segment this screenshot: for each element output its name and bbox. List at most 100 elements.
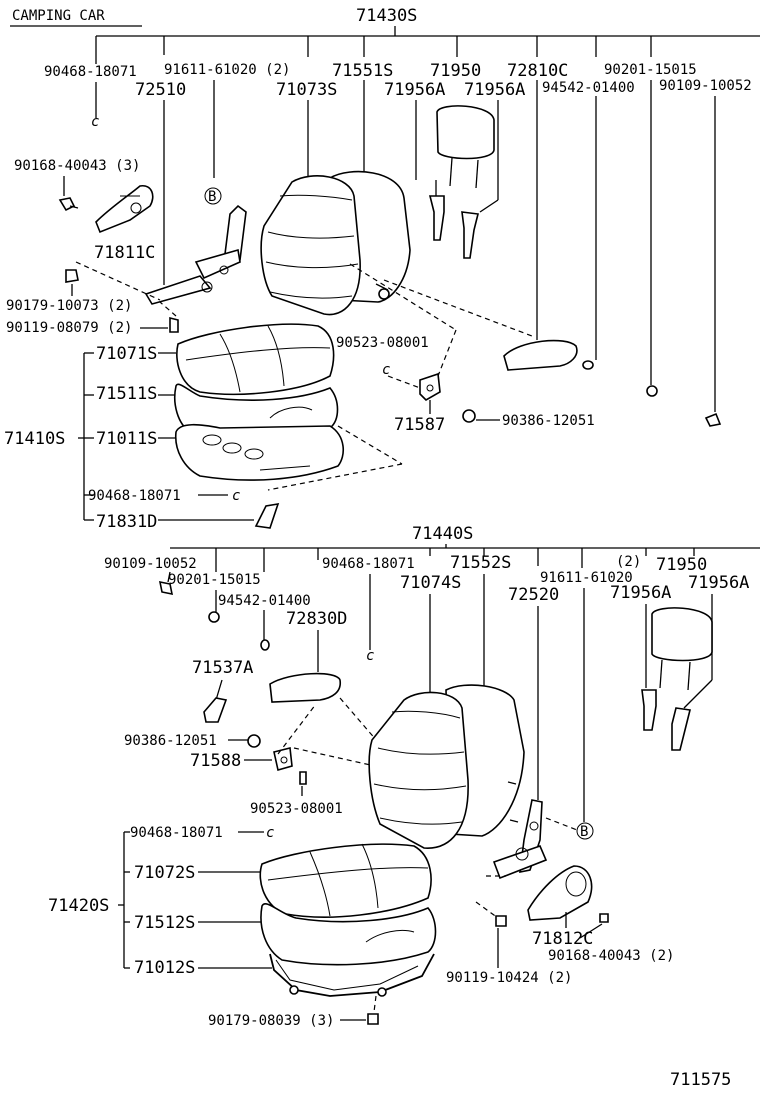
headrest-guide-upper — [428, 195, 479, 259]
dashed-cushion-upper — [267, 425, 403, 491]
label-71512s: 71512S — [134, 913, 195, 933]
leaders-upper — [95, 80, 716, 412]
label-90468-18071-d: 90468-18071 — [130, 825, 223, 841]
label-90386-12051-b: 90386-12051 — [124, 733, 217, 749]
clip-90468-b: c — [232, 488, 240, 504]
clip-90179-lower — [289, 985, 387, 1025]
armrest-72830d — [269, 672, 342, 703]
screw-90201-lower — [208, 611, 220, 623]
seatback-upper — [260, 170, 411, 316]
label-90179-08039: 90179-08039 (3) — [208, 1013, 334, 1029]
ref-b-upper: B — [208, 189, 216, 205]
headrest-upper — [436, 105, 495, 189]
cover-71831d — [254, 502, 280, 529]
label-90109-10052-b: 90109-10052 — [104, 556, 197, 572]
clip-90468-d: c — [266, 825, 274, 841]
leader — [215, 679, 223, 701]
label-71812c: 71812C — [532, 929, 593, 949]
armrest-72810c — [503, 339, 578, 371]
bolt-90119-upper — [169, 316, 179, 333]
label-71956a-a2: 71956A — [464, 80, 525, 100]
bolt-90119-lower — [495, 915, 507, 927]
label-90468-18071-a: 90468-18071 — [44, 64, 137, 80]
clip-90468-upper: c — [91, 114, 99, 130]
label-71811c: 71811C — [94, 243, 155, 263]
label-71012s: 71012S — [134, 958, 195, 978]
label-71074s: 71074S — [400, 573, 461, 593]
label-71551s: 71551S — [332, 61, 393, 81]
seatback-lower — [368, 684, 525, 849]
label-71537a: 71537A — [192, 658, 253, 678]
label-90179-10073: 90179-10073 (2) — [6, 298, 132, 314]
label-90201-15015-a: 90201-15015 — [604, 62, 697, 78]
bracket-71587 — [419, 372, 441, 401]
ref-b-lower — [576, 822, 594, 840]
label-71440s: 71440S — [412, 524, 473, 544]
label-72810c: 72810C — [507, 61, 568, 81]
bracket-drops-lower — [215, 548, 695, 572]
diagram-title: CAMPING CAR — [12, 8, 105, 24]
label-71410s: 71410S — [4, 429, 65, 449]
dashed-upper-left — [75, 261, 177, 317]
label-71071s: 71071S — [96, 344, 157, 364]
label-71956a-a1: 71956A — [384, 80, 445, 100]
bracket-drops-upper — [95, 36, 652, 64]
cap-94542-lower — [260, 639, 270, 651]
label-90109-10052-a: 90109-10052 — [659, 78, 752, 94]
cover-71812c — [527, 865, 593, 921]
label-90523-08001-b: 90523-08001 — [250, 801, 343, 817]
screw-90109-lower — [158, 580, 174, 596]
label-71420s: 71420S — [48, 896, 109, 916]
dashed-ref-b — [545, 817, 578, 831]
label-72510: 72510 — [135, 80, 186, 100]
label-90523-08001-a: 90523-08001 — [336, 335, 429, 351]
nut-90179-upper — [65, 269, 79, 283]
leaders-lower — [167, 571, 713, 822]
cushion-top-upper — [176, 323, 335, 396]
cushion-pad-lower — [260, 903, 437, 966]
cover-71537a — [203, 697, 228, 723]
label-71552s: 71552S — [450, 553, 511, 573]
cap-94542-upper — [582, 360, 594, 370]
clip-90468-c: c — [366, 648, 374, 664]
nut-90386-upper — [462, 409, 476, 423]
figure-number: 711575 — [670, 1070, 731, 1090]
clip-90523-lower — [299, 771, 307, 785]
bolt-90168-lower — [599, 913, 609, 923]
cushion-frame-upper — [175, 423, 345, 481]
label-90168-40043-b: 90168-40043 (2) — [548, 948, 674, 964]
label-71950-b: 71950 — [656, 555, 707, 575]
label-94542-01400-a: 94542-01400 — [542, 80, 635, 96]
label-71073s: 71073S — [276, 80, 337, 100]
label-90168-40043-a: 90168-40043 (3) — [14, 158, 140, 174]
headrest-lower — [651, 607, 713, 691]
leader — [579, 923, 603, 939]
cushion-top-lower — [259, 843, 432, 918]
clip-90523-upper: c — [382, 362, 390, 378]
recliner-lower — [492, 799, 548, 880]
label-71511s: 71511S — [96, 384, 157, 404]
label-90386-12051-a: 90386-12051 — [502, 413, 595, 429]
bolt-90168-upper — [58, 197, 79, 212]
screw-90109-upper — [704, 412, 722, 427]
dashed-upper-mid — [349, 263, 533, 389]
label-71950-a: 71950 — [430, 61, 481, 81]
label-qty-2: (2) — [616, 554, 641, 570]
bracket-71588 — [273, 747, 293, 772]
ref-b-lower-label: B — [580, 824, 588, 840]
headrest-guide-lower — [641, 689, 691, 751]
dashed-90179 — [373, 995, 377, 1013]
recliner-upper: B — [144, 187, 247, 305]
label-71956a-b2: 71956A — [688, 573, 749, 593]
label-90468-18071-b: 90468-18071 — [88, 488, 181, 504]
label-71072s: 71072S — [134, 863, 195, 883]
label-90119-08079: 90119-08079 (2) — [6, 320, 132, 336]
nut-90386-lower — [247, 734, 261, 748]
label-72520: 72520 — [508, 585, 559, 605]
label-90468-18071-c: 90468-18071 — [322, 556, 415, 572]
label-90201-15015-b: 90201-15015 — [168, 572, 261, 588]
label-91611-61020-a: 91611-61020 (2) — [164, 62, 290, 78]
bracket-71420s — [118, 831, 272, 969]
label-94542-01400-b: 94542-01400 — [218, 593, 311, 609]
